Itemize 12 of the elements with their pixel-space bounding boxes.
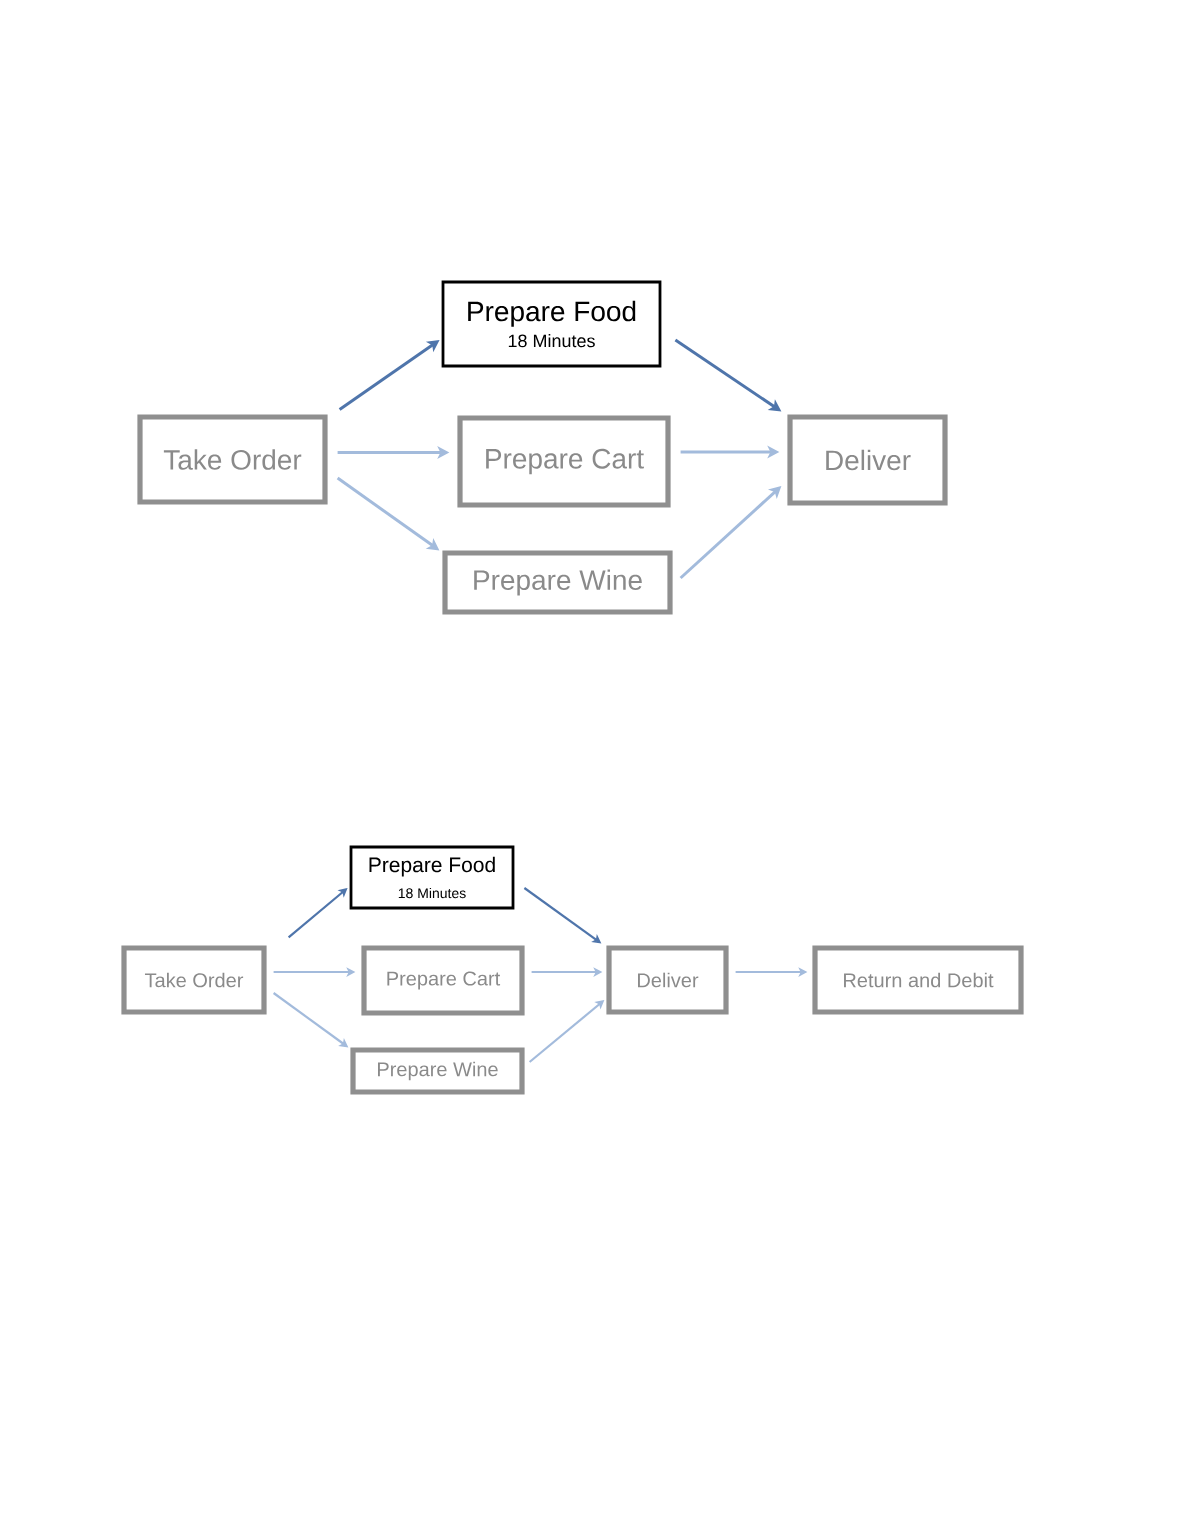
process-box: Prepare Food 18 Minutes bbox=[349, 845, 515, 910]
process-box: Prepare Food 18 Minutes bbox=[441, 280, 662, 368]
process-box: Prepare Cart bbox=[361, 945, 525, 1016]
process-box: Prepare Wine bbox=[350, 1047, 525, 1095]
process-box: Prepare Cart bbox=[457, 415, 671, 508]
process-box: Return and Debit bbox=[812, 945, 1024, 1015]
process-box: Take Order bbox=[137, 414, 328, 505]
process-box: Prepare Wine bbox=[442, 550, 673, 615]
process-box: Deliver bbox=[787, 414, 948, 506]
process-box: Take Order bbox=[121, 945, 267, 1015]
process-box: Deliver bbox=[606, 945, 729, 1015]
arrow bbox=[287, 888, 348, 939]
